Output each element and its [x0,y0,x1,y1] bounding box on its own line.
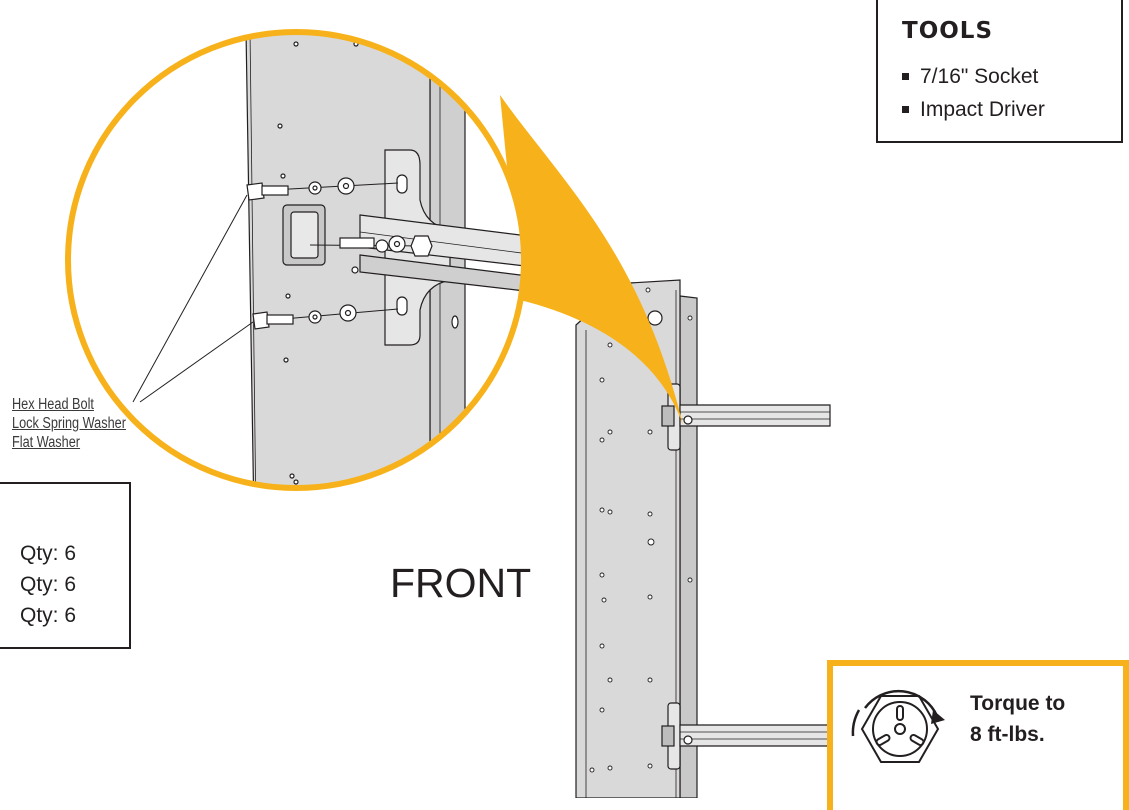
quantity-box: Qty: 6 Qty: 6 Qty: 6 [0,482,131,649]
tool-item: 7/16" Socket [902,60,1045,93]
hardware-label-flat-washer: Flat Washer [12,434,81,451]
magnified-detail [65,29,527,491]
zoom-callout-wedge [500,95,683,425]
qty-lock-washer: Qty: 6 [20,573,77,596]
torque-instruction: Torque to 8 ft-lbs. [970,688,1065,750]
tools-list: 7/16" Socket Impact Driver [902,60,1045,126]
torque-box: Torque to 8 ft-lbs. [827,660,1129,810]
qty-bolt: Qty: 6 [20,542,77,565]
tools-title: TOOLS [902,18,994,44]
hardware-label-bolt: Hex Head Bolt [12,396,94,413]
bullet-icon [902,73,909,80]
front-panel-assembly [575,279,831,798]
torque-line-1: Torque to [970,692,1066,715]
hardware-label-lock-washer: Lock Spring Washer [12,415,126,432]
tool-item: Impact Driver [902,93,1045,126]
torque-line-2: 8 ft-lbs. [970,723,1045,746]
qty-flat-washer: Qty: 6 [20,604,77,627]
view-label: FRONT [390,560,532,606]
torque-wrench-icon [851,689,945,763]
bullet-icon [902,106,909,113]
tools-box: TOOLS 7/16" Socket Impact Driver [876,0,1123,143]
